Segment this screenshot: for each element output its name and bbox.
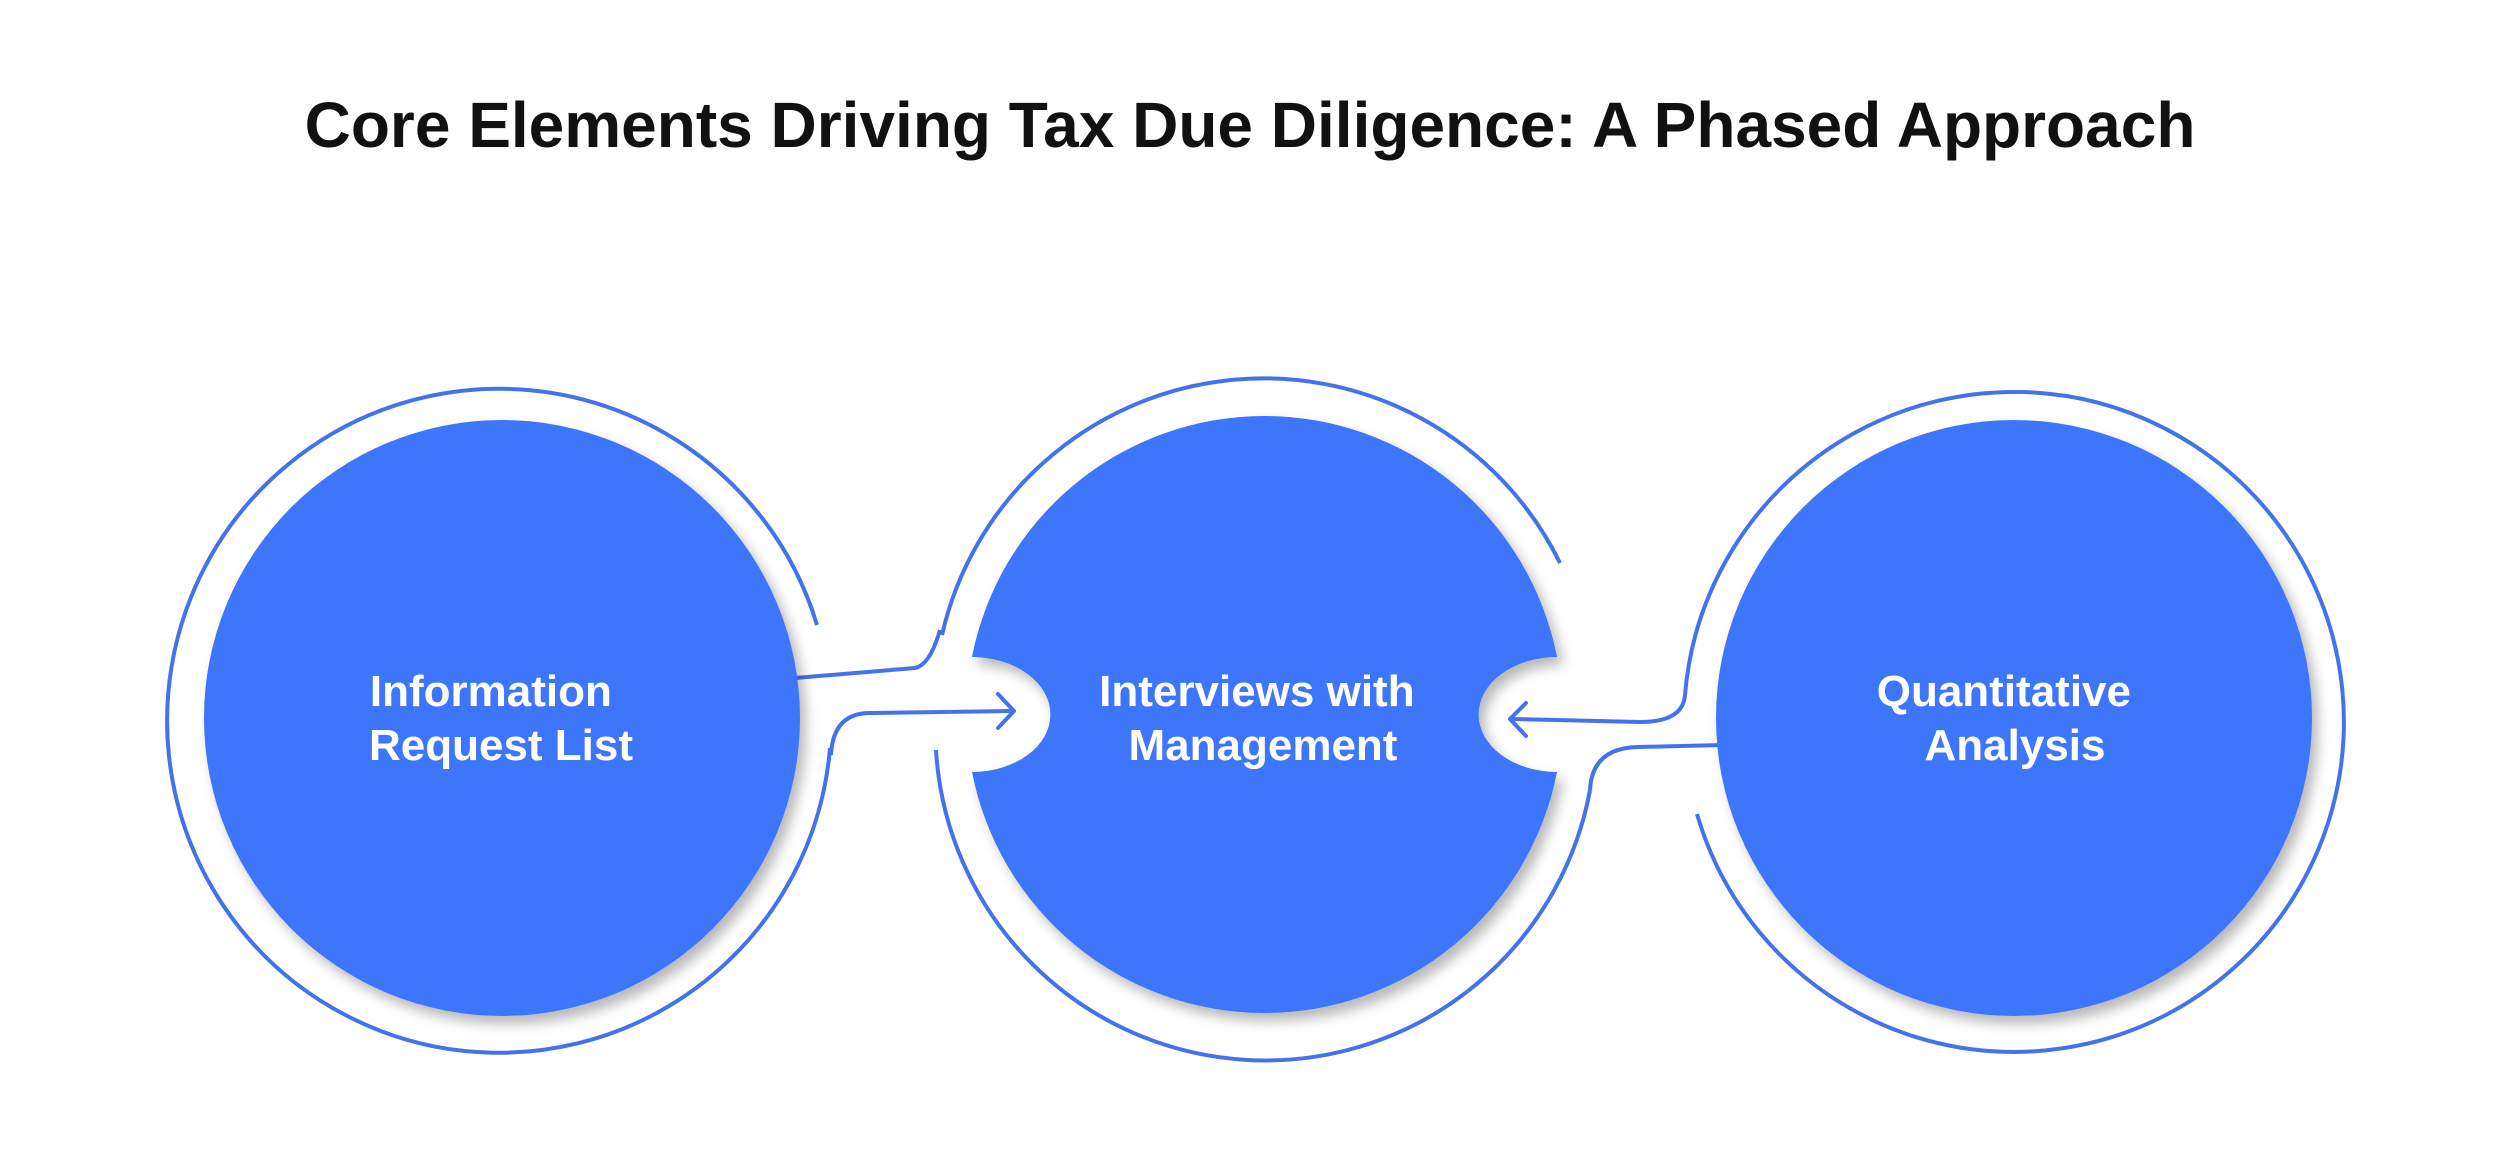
node-circle-interviews-with-management[interactable] — [972, 415, 1557, 1014]
node-circle-quantitative-analysis[interactable] — [1716, 420, 2312, 1016]
outer-ring-3-arc — [1683, 389, 2346, 1054]
outer-ring-2-top-arc — [940, 376, 1562, 636]
arrow-right-icon — [996, 692, 1016, 730]
outer-ring-1-arc — [165, 386, 832, 1055]
outer-ring-2-bottom-arc — [934, 749, 1592, 1063]
connector-2-lower — [1588, 743, 1723, 791]
connector-1-lower — [829, 709, 1013, 756]
page-title: Core Elements Driving Tax Due Diligence:… — [304, 89, 2196, 161]
node-label-quantitative-analysis: Quantitative Analysis — [1877, 667, 2144, 770]
connector-2 — [1511, 694, 1687, 725]
node-circle-information-request-list[interactable] — [204, 420, 800, 1016]
node-label-information-request-list: Information Request List — [369, 667, 633, 770]
arrow-left-icon — [1508, 701, 1528, 738]
node-label-interviews-with-management: Interviews with Management — [1099, 667, 1427, 770]
connector-1 — [794, 629, 942, 680]
